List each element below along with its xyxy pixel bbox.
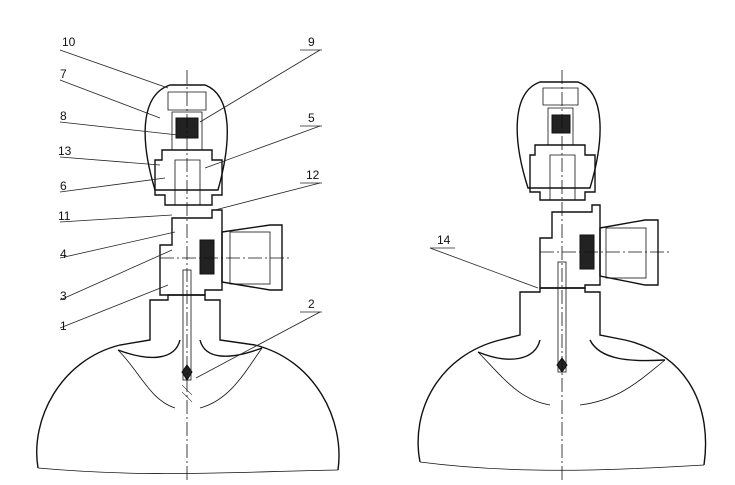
left-handwheel-cap <box>144 84 228 191</box>
right-side-outlet <box>599 219 659 286</box>
callout-4: 4 <box>60 247 67 261</box>
callout-11: 11 <box>58 209 71 223</box>
left-cylinder-base <box>37 467 339 475</box>
callout-10: 10 <box>62 35 76 49</box>
callout-3: 3 <box>60 289 67 303</box>
callout-1: 1 <box>60 319 67 333</box>
left-side-outlet <box>221 224 283 291</box>
callout-5: 5 <box>308 111 315 125</box>
callout-9: 9 <box>308 35 315 49</box>
callout-6: 6 <box>60 179 67 193</box>
right-valve-body <box>539 204 601 289</box>
left-view-assembly <box>36 70 340 480</box>
left-neck-inner <box>117 339 263 359</box>
left-cylinder-outline <box>36 294 340 471</box>
callout-8: 8 <box>60 109 67 123</box>
callout-2: 2 <box>308 297 315 311</box>
right-handwheel-cap <box>516 81 601 189</box>
left-valve-body <box>159 209 223 296</box>
callout-12: 12 <box>306 168 320 182</box>
left-leader-lines <box>59 49 322 379</box>
right-view-assembly <box>417 70 707 480</box>
callout-14: 14 <box>437 233 451 247</box>
callout-7: 7 <box>60 67 67 81</box>
callout-13: 13 <box>58 144 72 158</box>
right-leader-lines <box>429 247 539 289</box>
